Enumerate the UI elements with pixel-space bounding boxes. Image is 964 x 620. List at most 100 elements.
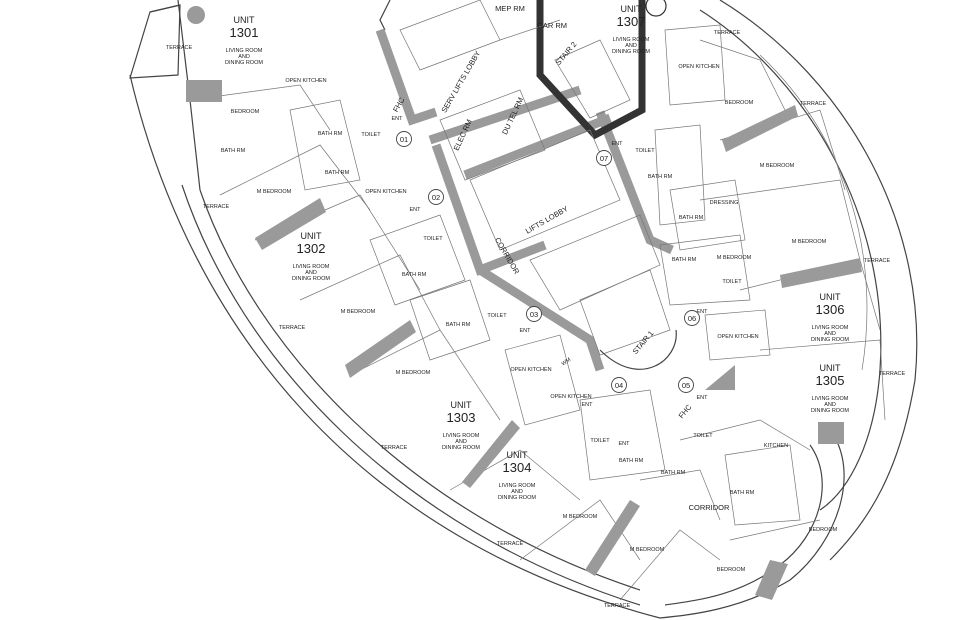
living-line3-1301: DINING ROOM <box>225 60 263 66</box>
living-line2-1302: AND <box>305 270 317 276</box>
living-line3-1304: DINING ROOM <box>498 495 536 501</box>
marker-number-02: 02 <box>432 193 440 202</box>
bath-rm-label: BATH RM <box>672 257 697 263</box>
open-kitchen-label: OPEN KITCHEN <box>510 367 551 373</box>
unit-number-1303: 1303 <box>447 410 476 425</box>
serv-lifts-lobby-label: SERV LIFTS LOBBY <box>439 49 482 114</box>
living-line2-1305: AND <box>824 402 836 408</box>
open-kitchen-label: OPEN KITCHEN <box>678 64 719 70</box>
unit-number-1304: 1304 <box>503 460 532 475</box>
unit-number-1305: 1305 <box>816 373 845 388</box>
round-features <box>187 0 667 24</box>
bedroom-label: BEDROOM <box>809 527 838 533</box>
unit-word-1302: UNIT <box>301 231 322 241</box>
living-line1-1306: LIVING ROOM <box>812 325 849 331</box>
bath-rm-label: BATH RM <box>648 174 673 180</box>
bath-rm-label: BATH RM <box>318 131 343 137</box>
bath-rm-label: BATH RM <box>679 215 704 221</box>
terrace-label: TERRACE <box>604 603 631 609</box>
toilet-label: TOILET <box>487 313 507 319</box>
marker-number-05: 05 <box>682 381 690 390</box>
terrace-label: TERRACE <box>714 30 741 36</box>
ent-label: ENT <box>392 116 404 122</box>
bedroom-label: BEDROOM <box>231 109 260 115</box>
columns <box>186 80 862 600</box>
marker-circle-01 <box>396 131 412 147</box>
living-line1-1302: LIVING ROOM <box>293 264 330 270</box>
living-line3-1303: DINING ROOM <box>442 445 480 451</box>
bath-rm-label: BATH RM <box>730 490 755 496</box>
living-line2-1304: AND <box>511 489 523 495</box>
toilet-label: TOILET <box>590 438 610 444</box>
ent-label: ENT <box>697 309 709 315</box>
toilet-label: TOILET <box>722 279 742 285</box>
terrace-label: TERRACE <box>279 325 306 331</box>
m-bedroom-label: M BEDROOM <box>396 370 431 376</box>
toilet-label: TOILET <box>423 236 443 242</box>
living-line1-1304: LIVING ROOM <box>499 483 536 489</box>
living-line3-1306: DINING ROOM <box>811 337 849 343</box>
ent-label: ENT <box>410 207 422 213</box>
living-line1-1305: LIVING ROOM <box>812 396 849 402</box>
open-kitchen-label: OPEN KITCHEN <box>717 334 758 340</box>
wm-label: WM <box>561 357 573 368</box>
m-bedroom-label: M BEDROOM <box>792 239 827 245</box>
unit-number-1301: 1301 <box>230 25 259 40</box>
bath-rm-label: BATH RM <box>402 272 427 278</box>
m-bedroom-label: M BEDROOM <box>717 255 752 261</box>
terrace-label: TERRACE <box>864 258 891 264</box>
toilet-label: TOILET <box>361 132 381 138</box>
living-line1-1301: LIVING ROOM <box>226 48 263 54</box>
unit-number-1302: 1302 <box>297 241 326 256</box>
m-bedroom-label: M BEDROOM <box>760 163 795 169</box>
living-line2-1306: AND <box>824 331 836 337</box>
bath-rm-label: BATH RM <box>619 458 644 464</box>
living-line3-1305: DINING ROOM <box>811 408 849 414</box>
marker-circle-06 <box>684 310 700 326</box>
ent-label: ENT <box>582 402 594 408</box>
terrace-label: TERRACE <box>381 445 408 451</box>
terrace-label: TERRACE <box>497 541 524 547</box>
bath-rm-label: BATH RM <box>446 322 471 328</box>
central-core <box>375 0 677 372</box>
ent-label: ENT <box>520 328 532 334</box>
marker-number-01: 01 <box>400 135 408 144</box>
ent-label: ENT <box>619 441 631 447</box>
unit-number-1306: 1306 <box>816 302 845 317</box>
toilet-label: TOILET <box>693 433 713 439</box>
bath-rm-label: BATH RM <box>661 470 686 476</box>
marker-circle-03 <box>526 306 542 322</box>
living-line3-1302: DINING ROOM <box>292 276 330 282</box>
m-bedroom-label: M BEDROOM <box>341 309 376 315</box>
bath-rm-label: BATH RM <box>325 170 350 176</box>
marker-number-03: 03 <box>530 310 538 319</box>
unit-word-1306: UNIT <box>820 292 841 302</box>
mep-rm-label: MEP RM <box>495 4 525 13</box>
marker-circle-07 <box>596 150 612 166</box>
terrace-label: TERRACE <box>166 45 193 51</box>
marker-number-07: 07 <box>600 154 608 163</box>
living-line2-1303: AND <box>455 439 467 445</box>
living-line1-1303: LIVING ROOM <box>443 433 480 439</box>
terrace-label: TERRACE <box>879 371 906 377</box>
dressing-label: DRESSING <box>710 200 739 206</box>
unit-number-1307: 1307 <box>617 14 646 29</box>
m-bedroom-label: M BEDROOM <box>563 514 598 520</box>
living-line3-1307: DINING ROOM <box>612 49 650 55</box>
unit-word-1304: UNIT <box>507 450 528 460</box>
living-line1-1307: LIVING ROOM <box>613 37 650 43</box>
kitchen-label: KITCHEN <box>764 443 788 449</box>
corridor-label: CORRIDOR <box>689 503 730 512</box>
unit-word-1305: UNIT <box>820 363 841 373</box>
living-line2-1307: AND <box>625 43 637 49</box>
open-kitchen-label: OPEN KITCHEN <box>550 394 591 400</box>
unit-word-1307: UNIT <box>621 4 642 14</box>
m-bedroom-label: M BEDROOM <box>630 547 665 553</box>
unit-word-1303: UNIT <box>451 400 472 410</box>
building-envelope <box>129 0 918 619</box>
stair-label: STAIR 2 <box>554 40 579 67</box>
terrace-label: TERRACE <box>800 101 827 107</box>
